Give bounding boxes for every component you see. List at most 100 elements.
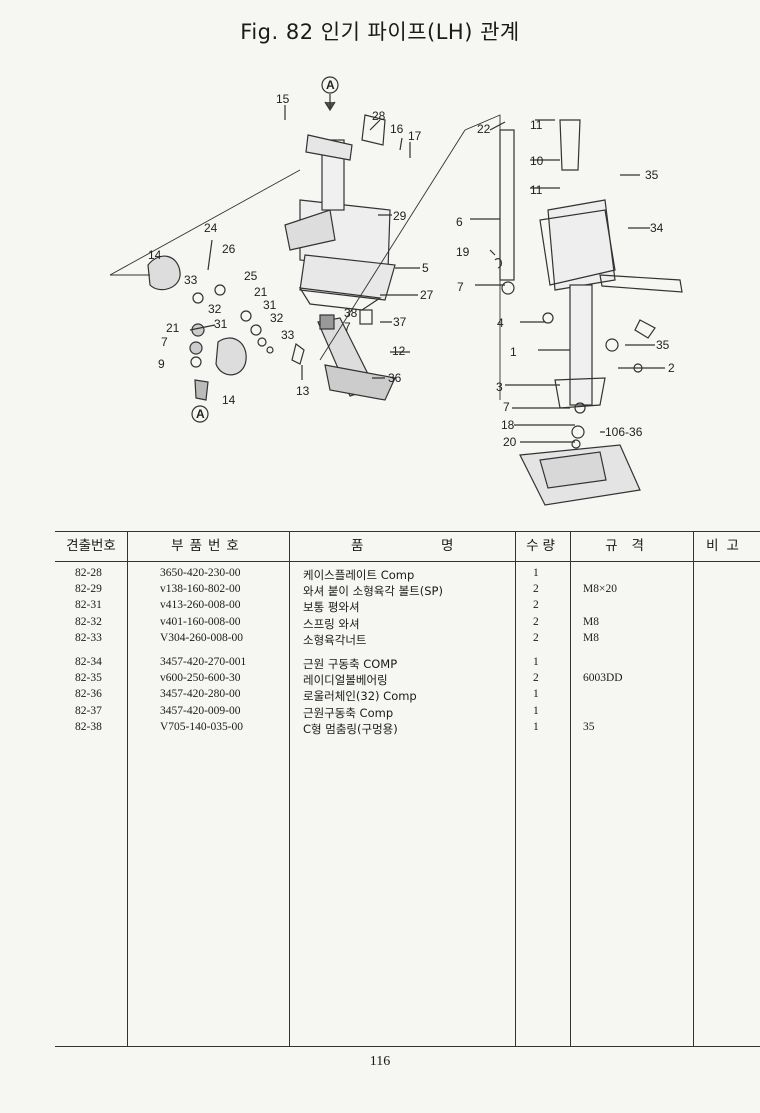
diagram-callout: 21 <box>254 285 268 299</box>
table-row: 82-32 v401-160-008-00 스프링 와셔 2 M8 <box>55 616 760 632</box>
diagram-callout: 33 <box>281 328 295 342</box>
diagram-callout: 3 <box>496 380 503 394</box>
diagram-callout: 33 <box>184 273 198 287</box>
diagram-callout: 37 <box>393 315 407 329</box>
cell-part-no: v413-260-008-00 <box>160 599 241 612</box>
diagram-callout: 31 <box>263 298 277 312</box>
cell-part-no: V304-260-008-00 <box>160 631 244 644</box>
diagram-callout: 18 <box>501 418 515 432</box>
diagram-callout: 7 <box>161 335 168 349</box>
cell-name: C형 멈춤링(구멍용) <box>303 721 398 736</box>
cell-part-no: 3457-420-009-00 <box>160 704 241 717</box>
cell-qty: 2 <box>533 672 539 685</box>
header-remark: 비고 <box>706 538 747 554</box>
diagram-callout: 20 <box>503 435 517 449</box>
diagram-callout: 35 <box>645 168 659 182</box>
cell-part-no: v600-250-600-30 <box>160 672 241 685</box>
cell-name: 스프링 와셔 <box>303 616 360 631</box>
cell-qty: 1 <box>533 720 539 733</box>
page-title: Fig. 82 인기 파이프(LH) 관계 <box>240 20 520 44</box>
diagram-callout: 21 <box>166 321 180 335</box>
cell-spec: M8 <box>583 631 599 644</box>
table-row: 82-35 v600-250-600-30 레이디얼볼베어링 2 6003DD <box>55 672 760 688</box>
cell-qty: 2 <box>533 583 539 596</box>
cell-index: 82-36 <box>75 688 102 701</box>
cell-part-no: 3457-420-270-001 <box>160 655 247 668</box>
cell-index: 82-28 <box>75 567 102 579</box>
diagram-callout: A <box>326 78 335 92</box>
cell-spec: M8 <box>583 615 599 628</box>
diagram-callout: 29 <box>393 209 407 223</box>
cell-index: 82-31 <box>75 599 102 612</box>
cell-name: 근원구동축 Comp <box>303 705 394 720</box>
cell-part-no: 3650-420-230-00 <box>160 567 241 579</box>
diagram-callout: 7 <box>344 320 351 334</box>
cell-qty: 1 <box>533 704 539 717</box>
header-qty: 수량 <box>526 538 559 554</box>
header-name-right: 명 <box>441 538 456 554</box>
cell-part-no: v401-160-008-00 <box>160 615 241 628</box>
diagram-callout: 4 <box>497 316 504 330</box>
diagram-callout: 28 <box>372 109 386 123</box>
table-row: 82-37 3457-420-009-00 근원구동축 Comp 1 <box>55 705 760 721</box>
cell-spec: 6003DD <box>583 672 623 685</box>
cell-index: 82-38 <box>75 720 102 733</box>
parts-exploded-diagram: 15 A 28 16 17 22 11 10 35 11 29 6 34 24 … <box>109 76 683 506</box>
cell-name: 보통 평와셔 <box>303 600 360 615</box>
diagram-callout: 32 <box>208 302 222 316</box>
diagram-callout: 5 <box>422 261 429 275</box>
diagram-callout: 19 <box>456 245 470 259</box>
diagram-callout: 9 <box>158 357 165 371</box>
cell-name: 와셔 붙이 소형육각 볼트(SP) <box>303 584 443 599</box>
table-row: 82-29 v138-160-802-00 와셔 붙이 소형육각 볼트(SP) … <box>55 583 760 599</box>
header-spec: 규격 <box>605 538 658 554</box>
diagram-callout: 2 <box>668 361 675 375</box>
table-row: 82-38 V705-140-035-00 C형 멈춤링(구멍용) 1 35 <box>55 721 760 737</box>
diagram-callout: 7 <box>457 280 464 294</box>
cell-index: 82-34 <box>75 655 102 668</box>
table-row: 82-34 3457-420-270-001 근원 구동축 COMP 1 <box>55 656 760 672</box>
table-row: 82-31 v413-260-008-00 보통 평와셔 2 <box>55 599 760 615</box>
diagram-callout: 25 <box>244 269 258 283</box>
diagram-callout: A <box>196 407 205 421</box>
cell-qty: 2 <box>533 615 539 628</box>
diagram-callout: 12 <box>392 344 406 358</box>
diagram-callout: 15 <box>276 92 290 106</box>
diagram-callout: 27 <box>420 288 434 302</box>
diagram-callout: 31 <box>214 317 228 331</box>
diagram-callout: 13 <box>296 384 310 398</box>
cell-qty: 1 <box>533 567 539 579</box>
table-body: 82-28 3650-420-230-00 케이스플레이트 Comp 1 82-… <box>55 567 760 737</box>
parts-table: 견출번호 부품번호 품 명 수량 규격 비고 82-28 3650-420-23… <box>55 531 760 1047</box>
diagram-callout: 14 <box>148 248 162 262</box>
cell-index: 82-32 <box>75 615 102 628</box>
table-row: 82-28 3650-420-230-00 케이스플레이트 Comp 1 <box>55 567 760 583</box>
diagram-callout: 10 <box>530 154 544 168</box>
cell-name: 레이디얼볼베어링 <box>303 673 388 688</box>
cell-qty: 2 <box>533 599 539 612</box>
diagram-callout: 16 <box>390 122 404 136</box>
diagram-callout: 11 <box>530 183 543 197</box>
header-name-left: 품 <box>351 538 366 554</box>
diagram-callout: 17 <box>408 129 422 143</box>
cell-spec: M8×20 <box>583 583 617 596</box>
diagram-callout: 35 <box>656 338 670 352</box>
cell-name: 근원 구동축 COMP <box>303 656 398 671</box>
table-row: 82-36 3457-420-280-00 로울러체인(32) Comp 1 <box>55 688 760 704</box>
diagram-callout: 11 <box>530 118 543 132</box>
diagram-callout: 34 <box>650 221 664 235</box>
diagram-callout: 32 <box>270 311 284 325</box>
page-number: 116 <box>369 1054 391 1069</box>
diagram-callout: 7 <box>503 400 510 414</box>
cell-index: 82-35 <box>75 672 102 685</box>
cell-qty: 1 <box>533 688 539 701</box>
cell-qty: 2 <box>533 631 539 644</box>
cell-index: 82-33 <box>75 631 102 644</box>
header-part-no: 부품번호 <box>171 538 245 554</box>
cell-part-no: 3457-420-280-00 <box>160 688 241 701</box>
diagram-callout: 106-36 <box>605 425 643 439</box>
cell-index: 82-29 <box>75 583 102 596</box>
diagram-callout: 26 <box>222 242 236 256</box>
diagram-callout: 38 <box>344 306 358 320</box>
diagram-callout: 22 <box>477 122 491 136</box>
